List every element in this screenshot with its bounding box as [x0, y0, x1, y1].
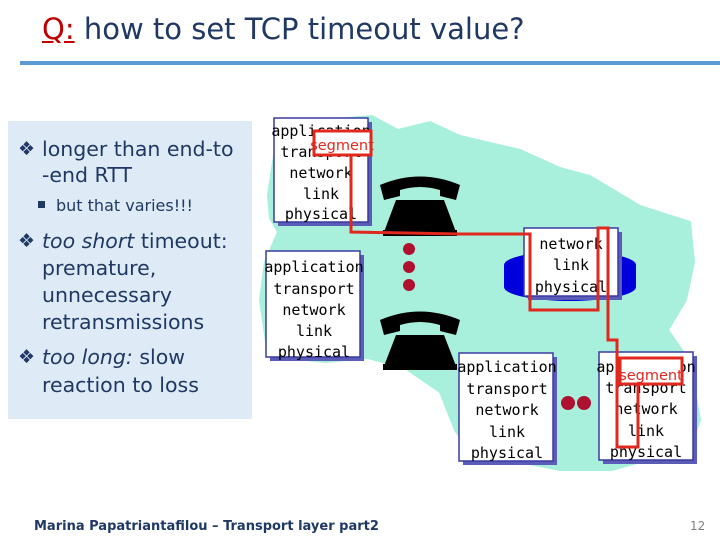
square-bullet-icon [38, 201, 45, 208]
layer-transport: transport [273, 280, 354, 298]
segment-box-receiver: segment [618, 356, 684, 386]
layer-application: application [264, 258, 363, 276]
bullet-2-cont2: unnecessary [42, 283, 172, 307]
layer-network: network [539, 235, 602, 253]
segment-box-sender: segment [310, 129, 374, 157]
stack-box [265, 250, 361, 358]
page-number: 12 [690, 519, 706, 533]
diamond-bullet-icon: ❖ [18, 230, 36, 252]
layer-network: network [614, 400, 677, 418]
diamond-bullet-icon: ❖ [18, 138, 36, 160]
sub-bullet: but that varies!!! [38, 196, 193, 215]
bullet-3-cont: reaction to loss [42, 373, 199, 397]
segment-path [349, 145, 640, 449]
title-prefix: Q: [42, 12, 75, 46]
bullet-1-cont: -end RTT [42, 163, 132, 187]
title-rule [20, 61, 720, 65]
layer-network: network [475, 401, 538, 419]
router-stack: network link physical [523, 227, 622, 300]
bullet-panel [8, 121, 252, 419]
host-b-stack: application transport network link physi… [264, 250, 364, 361]
bullet-3: ❖too long: slow [18, 345, 185, 369]
layer-physical: physical [285, 205, 357, 223]
stack-box [458, 352, 554, 462]
layer-link: link [553, 256, 589, 274]
layer-link: link [489, 423, 525, 441]
footer-text: Marina Papatriantafilou – Transport laye… [34, 519, 379, 534]
ellipsis-dots [403, 243, 591, 410]
layer-link: link [628, 422, 664, 440]
stack-box [523, 227, 619, 297]
layer-physical: physical [471, 444, 543, 462]
segment-label: segment [619, 368, 683, 384]
diamond-bullet-icon: ❖ [18, 346, 36, 368]
bullet-1: ❖longer than end-to [18, 137, 234, 161]
layer-network: network [289, 164, 352, 182]
telephone-icon [380, 311, 460, 370]
slide-title: Q: how to set TCP timeout value? [42, 12, 525, 46]
layer-link: link [303, 185, 339, 203]
title-text: how to set TCP timeout value? [83, 12, 525, 46]
layer-network: network [282, 301, 345, 319]
bullet-2: ❖too short timeout: [18, 229, 228, 253]
layer-application: application [457, 358, 556, 376]
host-c-stack: application transport network link physi… [457, 352, 557, 465]
layer-link: link [296, 322, 332, 340]
layer-transport: transport [466, 380, 547, 398]
layer-physical: physical [535, 278, 607, 296]
layer-physical: physical [278, 343, 350, 361]
bullet-2-cont1: premature, [42, 256, 157, 280]
bullet-2-cont3: retransmissions [42, 310, 205, 334]
segment-label: segment [310, 138, 374, 154]
